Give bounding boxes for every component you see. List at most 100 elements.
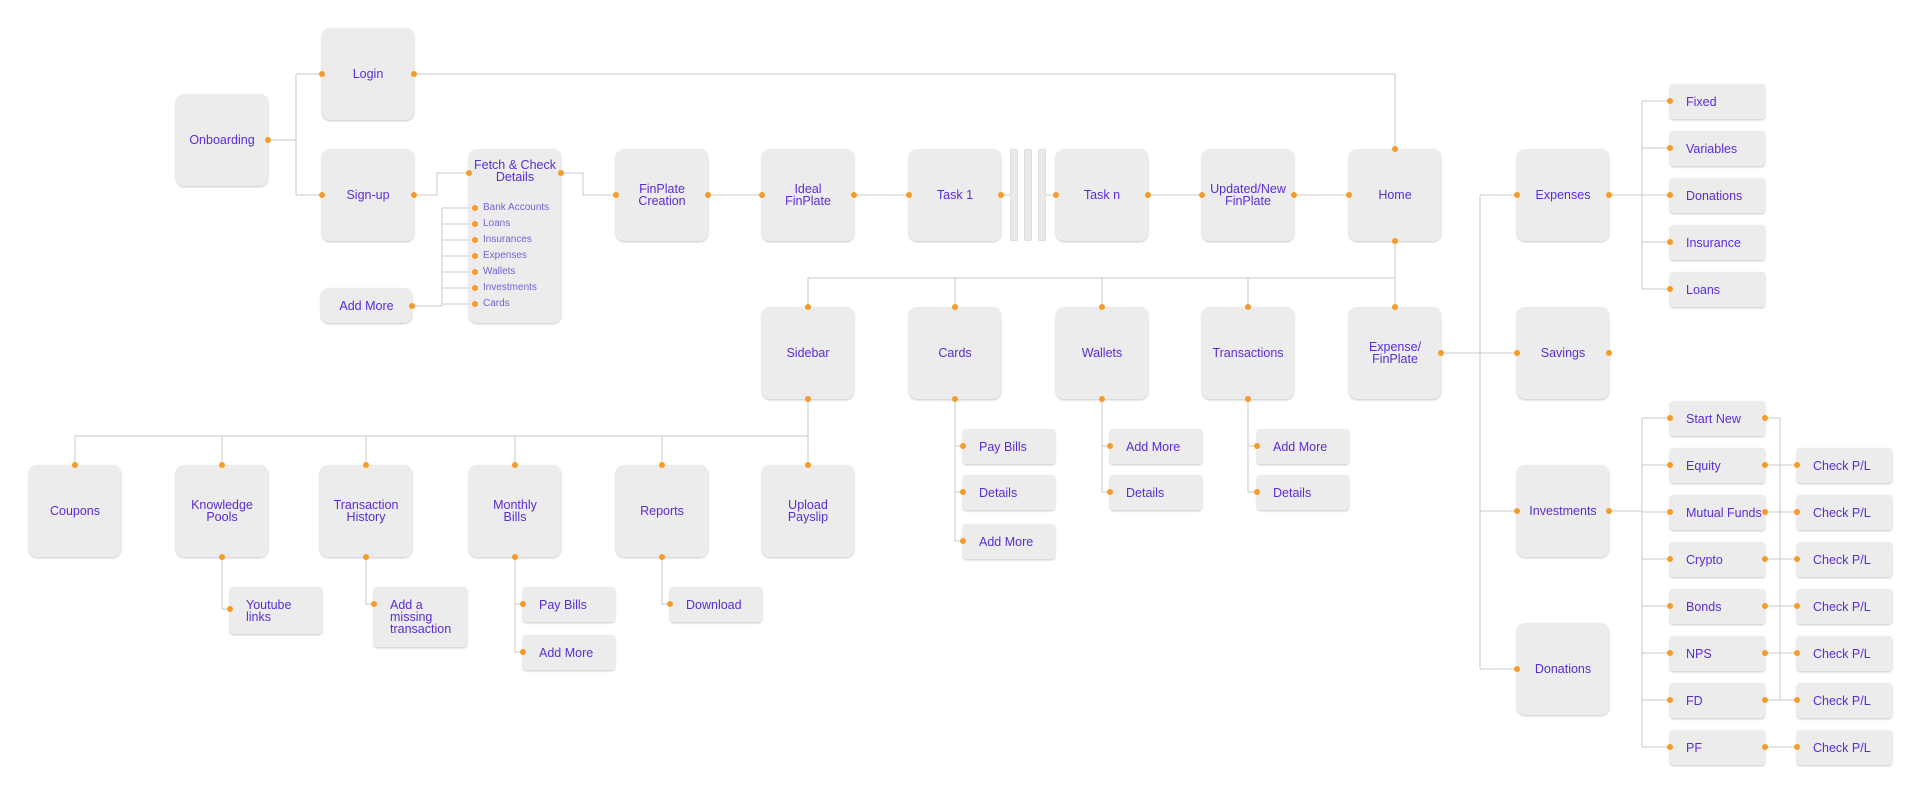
check-pl-equity-node[interactable]: Check P/L bbox=[1797, 448, 1892, 483]
donations-node[interactable]: Donations bbox=[1517, 623, 1609, 715]
investment-nps-node[interactable]: NPS bbox=[1670, 636, 1765, 671]
transactions-details-node[interactable]: Details bbox=[1257, 475, 1349, 510]
connector-port-dot bbox=[1762, 462, 1768, 468]
login-node[interactable]: Login bbox=[322, 28, 414, 120]
connector-port-dot bbox=[1794, 697, 1800, 703]
connector-port-dot bbox=[1245, 396, 1251, 402]
connector-port-dot bbox=[1667, 650, 1673, 656]
fetch-item-bank-accounts: Bank Accounts bbox=[483, 202, 550, 213]
connector-port-dot bbox=[1762, 603, 1768, 609]
task-n-node[interactable]: Task n bbox=[1056, 149, 1148, 241]
ideal-finplate-node[interactable]: Ideal FinPlate bbox=[762, 149, 854, 241]
cards-details-node[interactable]: Details bbox=[963, 475, 1055, 510]
fetch-item-loans: Loans bbox=[483, 218, 511, 229]
monthly-pay-bills-node[interactable]: Pay Bills bbox=[523, 587, 615, 622]
download-report-node[interactable]: Download bbox=[670, 587, 762, 622]
connector-port-dot bbox=[659, 462, 665, 468]
connector-port-dot bbox=[1762, 697, 1768, 703]
task-1-node[interactable]: Task 1 bbox=[909, 149, 1001, 241]
transactions-node[interactable]: Transactions bbox=[1202, 307, 1294, 399]
connector-port-dot bbox=[1107, 489, 1113, 495]
reports-node[interactable]: Reports bbox=[616, 465, 708, 557]
connector-port-dot bbox=[1245, 304, 1251, 310]
connector-port-dot bbox=[960, 538, 966, 544]
add-missing-transaction-node[interactable]: Add a missing transaction bbox=[374, 587, 467, 647]
fetch-item-wallets: Wallets bbox=[483, 266, 516, 277]
connector-port-dot bbox=[558, 170, 564, 176]
connector-port-dot bbox=[472, 205, 478, 211]
expense-finplate-node[interactable]: Expense/ FinPlate bbox=[1349, 307, 1441, 399]
finplate-creation-node[interactable]: FinPlate Creation bbox=[616, 149, 708, 241]
wallets-node[interactable]: Wallets bbox=[1056, 307, 1148, 399]
connector-port-dot bbox=[1606, 508, 1612, 514]
fetch-check-details-node[interactable]: Fetch & Check Details bbox=[469, 149, 561, 323]
investment-pf-node[interactable]: PF bbox=[1670, 730, 1765, 765]
connector-port-dot bbox=[1794, 650, 1800, 656]
investment-equity-node[interactable]: Equity bbox=[1670, 448, 1765, 483]
connector-port-dot bbox=[472, 285, 478, 291]
connector-port-dot bbox=[1392, 238, 1398, 244]
connector-port-dot bbox=[520, 601, 526, 607]
transactions-add-more-node[interactable]: Add More bbox=[1257, 429, 1349, 464]
check-pl-fd-node[interactable]: Check P/L bbox=[1797, 683, 1892, 718]
wallets-details-node[interactable]: Details bbox=[1110, 475, 1202, 510]
savings-node[interactable]: Savings bbox=[1517, 307, 1609, 399]
knowledge-pools-node[interactable]: Knowledge Pools bbox=[176, 465, 268, 557]
expense-variables-node[interactable]: Variables bbox=[1670, 131, 1765, 166]
investment-mutual-funds-node[interactable]: Mutual Funds bbox=[1670, 495, 1765, 530]
cards-add-more-node[interactable]: Add More bbox=[963, 524, 1055, 559]
connector-port-dot bbox=[1762, 650, 1768, 656]
wallets-add-more-node[interactable]: Add More bbox=[1110, 429, 1202, 464]
connector-line bbox=[365, 557, 374, 605]
expense-fixed-node[interactable]: Fixed bbox=[1670, 84, 1765, 119]
connector-port-dot bbox=[1254, 489, 1260, 495]
connector-port-dot bbox=[319, 192, 325, 198]
connector-port-dot bbox=[363, 462, 369, 468]
connector-port-dot bbox=[805, 304, 811, 310]
connector-port-dot bbox=[472, 237, 478, 243]
updated-finplate-node[interactable]: Updated/New FinPlate bbox=[1202, 149, 1294, 241]
cards-node[interactable]: Cards bbox=[909, 307, 1001, 399]
monthly-bills-node[interactable]: Monthly Bills bbox=[469, 465, 561, 557]
fetch-item-expenses: Expenses bbox=[483, 250, 527, 261]
transaction-history-node[interactable]: Transaction History bbox=[320, 465, 412, 557]
investment-fd-node[interactable]: FD bbox=[1670, 683, 1765, 718]
expense-donations-node[interactable]: Donations bbox=[1670, 178, 1765, 213]
check-pl-mutual-funds-node[interactable]: Check P/L bbox=[1797, 495, 1892, 530]
home-node[interactable]: Home bbox=[1349, 149, 1441, 241]
check-pl-crypto-node[interactable]: Check P/L bbox=[1797, 542, 1892, 577]
connector-port-dot bbox=[1107, 443, 1113, 449]
connector-port-dot bbox=[1145, 192, 1151, 198]
youtube-links-node[interactable]: Youtube links bbox=[230, 587, 322, 634]
connector-line bbox=[661, 557, 670, 605]
connector-port-dot bbox=[472, 253, 478, 259]
upload-payslip-node[interactable]: Upload Payslip bbox=[762, 465, 854, 557]
check-pl-nps-node[interactable]: Check P/L bbox=[1797, 636, 1892, 671]
task-ellipsis-bar bbox=[1024, 149, 1032, 241]
connector-port-dot bbox=[1053, 192, 1059, 198]
connector-port-dot bbox=[1762, 509, 1768, 515]
connector-port-dot bbox=[1606, 350, 1612, 356]
connector-port-dot bbox=[1514, 350, 1520, 356]
expenses-node[interactable]: Expenses bbox=[1517, 149, 1609, 241]
add-more-fetch-node[interactable]: Add More bbox=[321, 288, 412, 323]
investment-bonds-node[interactable]: Bonds bbox=[1670, 589, 1765, 624]
coupons-node[interactable]: Coupons bbox=[29, 465, 121, 557]
onboarding-node[interactable]: Onboarding bbox=[176, 94, 268, 186]
signup-node[interactable]: Sign-up bbox=[322, 149, 414, 241]
sidebar-node[interactable]: Sidebar bbox=[762, 307, 854, 399]
connector-line bbox=[221, 557, 230, 610]
connector-port-dot bbox=[319, 71, 325, 77]
monthly-add-more-node[interactable]: Add More bbox=[523, 635, 615, 670]
expense-insurance-node[interactable]: Insurance bbox=[1670, 225, 1765, 260]
cards-pay-bills-node[interactable]: Pay Bills bbox=[963, 429, 1055, 464]
check-pl-pf-node[interactable]: Check P/L bbox=[1797, 730, 1892, 765]
investment-crypto-node[interactable]: Crypto bbox=[1670, 542, 1765, 577]
investments-node[interactable]: Investments bbox=[1517, 465, 1609, 557]
expense-loans-node[interactable]: Loans bbox=[1670, 272, 1765, 307]
connector-port-dot bbox=[1794, 744, 1800, 750]
connector-port-dot bbox=[409, 303, 415, 309]
check-pl-bonds-node[interactable]: Check P/L bbox=[1797, 589, 1892, 624]
investment-start-new-node[interactable]: Start New bbox=[1670, 401, 1765, 436]
